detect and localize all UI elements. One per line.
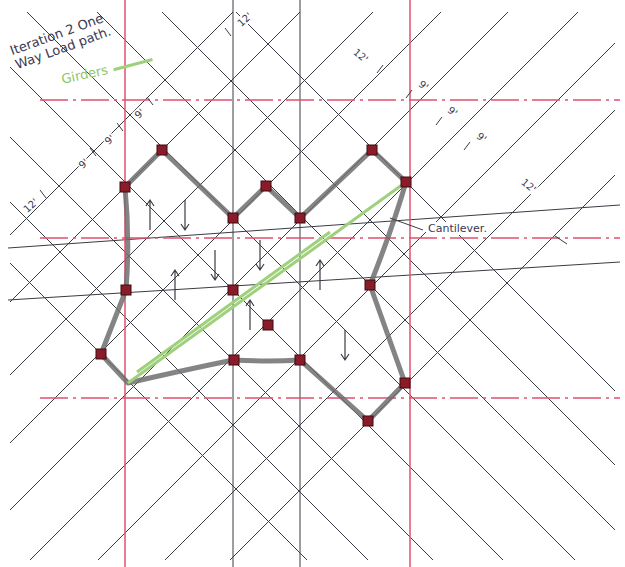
legend-item: Girders (60, 52, 156, 86)
note-text: Cantilever. (426, 222, 489, 235)
grid-line (10, 12, 615, 475)
dimension-text: 12' (235, 10, 255, 30)
grid-line (10, 12, 615, 540)
grid-line (10, 192, 615, 560)
load-arrows (146, 200, 349, 360)
grid-line (10, 100, 615, 560)
dimension-text: 9' (76, 156, 92, 172)
dimension-text: 12' (351, 46, 371, 66)
grid-line (10, 12, 615, 245)
pink-grid (40, 0, 620, 567)
dimension-text: 12' (519, 176, 539, 196)
dimension-text: 9' (445, 104, 461, 120)
slab-outline (101, 150, 406, 421)
cantilever-leader (390, 218, 423, 230)
dimension-text: 9' (474, 130, 490, 146)
girder-lines (128, 182, 406, 383)
diagonal-grid (10, 12, 615, 560)
orthogonal-grid (8, 0, 620, 567)
dimension-text: 12' (21, 196, 41, 216)
grid-line (10, 165, 615, 560)
grid-line (10, 127, 615, 560)
dimension-text: 9' (102, 132, 118, 148)
grid-line (10, 57, 615, 560)
sketch-title: Iteration 2 One Way Load path. (8, 3, 131, 72)
legend-text: Girders (60, 62, 109, 86)
grid-line (10, 33, 615, 560)
columns (96, 145, 411, 426)
grid-line (10, 12, 615, 312)
grid-line (10, 253, 615, 560)
grid-line (10, 12, 615, 385)
legend-swatch (111, 55, 156, 74)
grid-line (10, 12, 615, 453)
